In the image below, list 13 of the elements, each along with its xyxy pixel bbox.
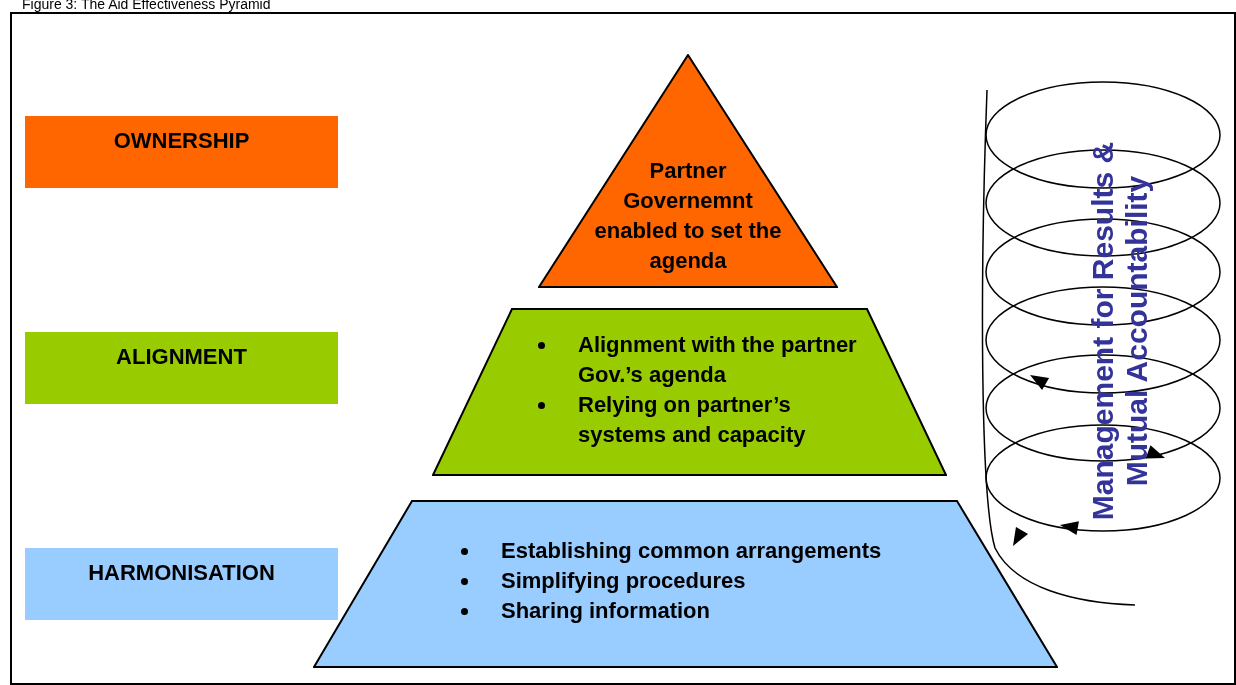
level-label-box [25, 332, 338, 404]
bullet-text: Establishing common arrangements [501, 537, 883, 565]
vertical-caption: Management for Results & Mutual Accountability [1086, 140, 1154, 523]
bullet-text: Alignment with the partner Gov.’s agenda [578, 331, 858, 389]
level-label: HARMONISATION [87, 560, 276, 586]
level-label: OWNERSHIP [112, 128, 251, 154]
pyramid-text: Partner Governemnt enabled to set the agenda [593, 157, 783, 275]
level-label-box [25, 116, 338, 188]
level-label-box [25, 548, 338, 620]
bullet-text: Simplifying procedures [501, 567, 747, 595]
level-label: ALIGNMENT [115, 344, 248, 370]
bullet-text: Sharing information [501, 597, 711, 625]
bullet-text: Relying on partner’s systems and capacity [578, 391, 807, 449]
